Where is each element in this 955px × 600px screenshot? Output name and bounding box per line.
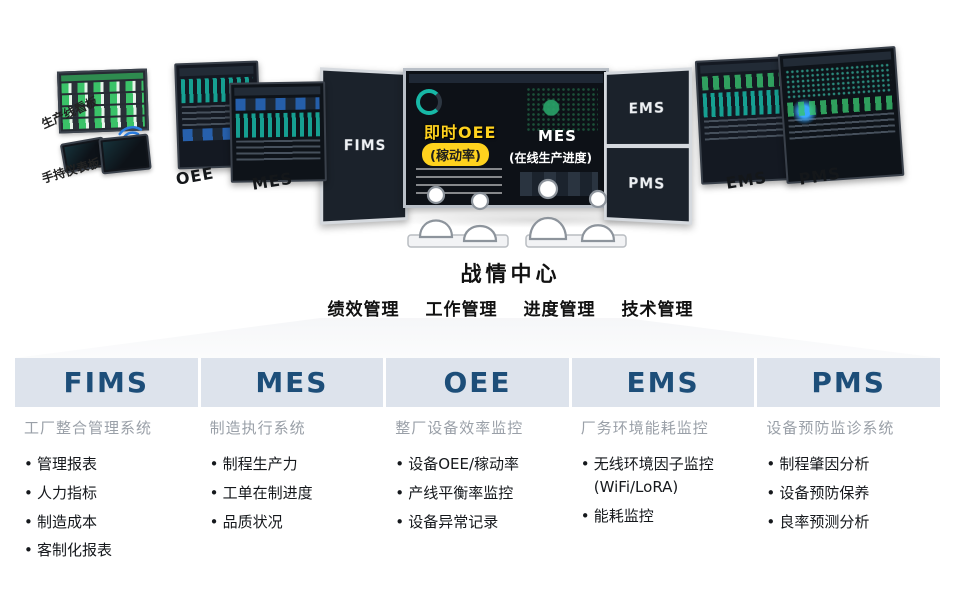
wall-mes-sublabel: (在线生产进度): [509, 151, 592, 165]
feature-item: 良率预测分析: [766, 512, 936, 534]
ems-panel-label: EMS: [628, 99, 666, 117]
war-room-scene: 生产线看板 手持仪表板 OEE MES FIMS: [39, 46, 905, 248]
management-categories: 绩效管理 工作管理 进度管理 技术管理: [66, 295, 955, 320]
screen-titlebar: [234, 86, 321, 96]
category-technology: 技术管理: [621, 300, 694, 320]
feature-item: 产线平衡率监控: [395, 483, 565, 505]
fims-panel-label: FIMS: [343, 137, 387, 155]
world-map: [784, 62, 893, 100]
column-subtitle: 工厂整合管理系统: [24, 419, 153, 437]
feature-list: 无线环境因子监控(WiFi/LoRA) 能耗监控: [572, 454, 755, 534]
feature-item: 设备异常记录: [395, 512, 565, 534]
feature-item: 人力指标: [24, 483, 194, 505]
feature-list: 设备OEE/稼动率产线平衡率监控设备异常记录: [386, 454, 569, 540]
screen-titlebar: [179, 65, 254, 77]
utilization-badge: (稼动率): [422, 143, 489, 166]
column-title: PMS: [811, 366, 886, 399]
feature-item: 管理报表: [24, 454, 194, 476]
realtime-oee-badge: 即时OEE: [424, 123, 497, 142]
wall-mes-label: MES: [538, 127, 577, 145]
mini-table: [236, 139, 321, 161]
feature-item: 能耗监控: [581, 506, 751, 528]
column-header: EMS: [571, 358, 755, 407]
column-subtitle: 设备预防监诊系统: [766, 419, 895, 437]
pms-dashboard-screen: [777, 46, 905, 184]
mini-tiles: [235, 97, 320, 111]
column-subtitle: 制造执行系统: [209, 419, 306, 437]
feature-item: 制程生产力: [210, 454, 380, 476]
column-title: EMS: [626, 366, 700, 399]
gauge-icon: [416, 89, 442, 115]
screen-titlebar: [409, 74, 603, 83]
column-header: OEE: [386, 358, 569, 407]
system-table: FIMS 工厂整合管理系统管理报表人力指标制造成本客制化报表 MES 制造执行系统制程…: [15, 358, 940, 569]
category-performance: 绩效管理: [327, 300, 400, 320]
column-title: FIMS: [63, 366, 150, 399]
column-header: MES: [200, 358, 384, 407]
mes-dashboard-screen: [229, 81, 327, 183]
column-subtitle: 整厂设备效率监控: [395, 419, 524, 437]
column-header: PMS: [757, 358, 940, 407]
war-room-title: 战情中心: [460, 262, 561, 286]
mini-bar-chart: [235, 112, 321, 138]
feature-list: 管理报表人力指标制造成本客制化报表: [15, 454, 198, 569]
column-title: MES: [255, 366, 329, 399]
feature-item: 客制化报表: [24, 540, 194, 562]
mini-tiles: [520, 172, 598, 196]
board-row: [61, 80, 144, 94]
tablet-screen: [102, 137, 148, 171]
feature-item-continuation: (WiFi/LoRA): [593, 477, 679, 496]
video-wall-left-panel: FIMS: [320, 67, 408, 225]
feature-item: 设备OEE/稼动率: [395, 454, 565, 476]
system-column-pms: PMS 设备预防监诊系统制程肇因分析设备预防保养良率预测分析: [757, 358, 940, 569]
feature-list: 制程肇因分析设备预防保养良率预测分析: [757, 454, 940, 540]
feature-item: 无线环境因子监控: [581, 454, 751, 476]
category-progress: 进度管理: [523, 300, 596, 320]
category-work: 工作管理: [425, 300, 498, 320]
column-title: OEE: [443, 366, 512, 399]
feature-item: 制造成本: [24, 512, 194, 534]
people-silhouettes: [407, 178, 627, 248]
pms-panel-label: PMS: [628, 175, 666, 193]
feature-item: 制程肇因分析: [766, 454, 936, 476]
column-subtitle: 厂务环境能耗监控: [580, 419, 709, 437]
ems-panel: EMS: [606, 70, 689, 144]
feature-item: 设备预防保养: [766, 483, 936, 505]
column-header: FIMS: [15, 358, 198, 407]
system-column-fims: FIMS 工厂整合管理系统管理报表人力指标制造成本客制化报表: [15, 358, 198, 569]
feature-list: 制程生产力工单在制进度品质状况: [201, 454, 384, 540]
system-column-oee: OEE 整厂设备效率监控设备OEE/稼动率产线平衡率监控设备异常记录: [386, 358, 569, 569]
system-column-ems: EMS 厂务环境能耗监控无线环境因子监控(WiFi/LoRA) 能耗监控: [571, 358, 755, 569]
mini-map: [526, 87, 598, 133]
feature-item: 品质状况: [210, 512, 380, 534]
handheld-tablet: [98, 133, 152, 175]
fims-panel: FIMS: [323, 70, 406, 222]
feature-item: 工单在制进度: [210, 483, 380, 505]
system-column-mes: MES 制造执行系统制程生产力工单在制进度品质状况: [200, 358, 384, 569]
